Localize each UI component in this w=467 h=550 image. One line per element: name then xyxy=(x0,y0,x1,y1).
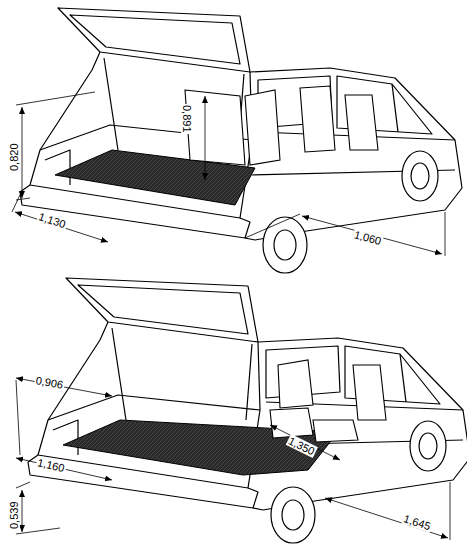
dimension-label: 0,539 xyxy=(8,500,20,530)
dimension-label: 0,820 xyxy=(8,142,20,172)
dimension-label: 0,891 xyxy=(181,104,193,134)
dimension-label: 1,645 xyxy=(401,512,433,533)
dimension-label: 1,130 xyxy=(36,210,68,231)
dimension-label: 0,906 xyxy=(34,374,65,391)
dimension-label: 1,060 xyxy=(352,228,384,247)
